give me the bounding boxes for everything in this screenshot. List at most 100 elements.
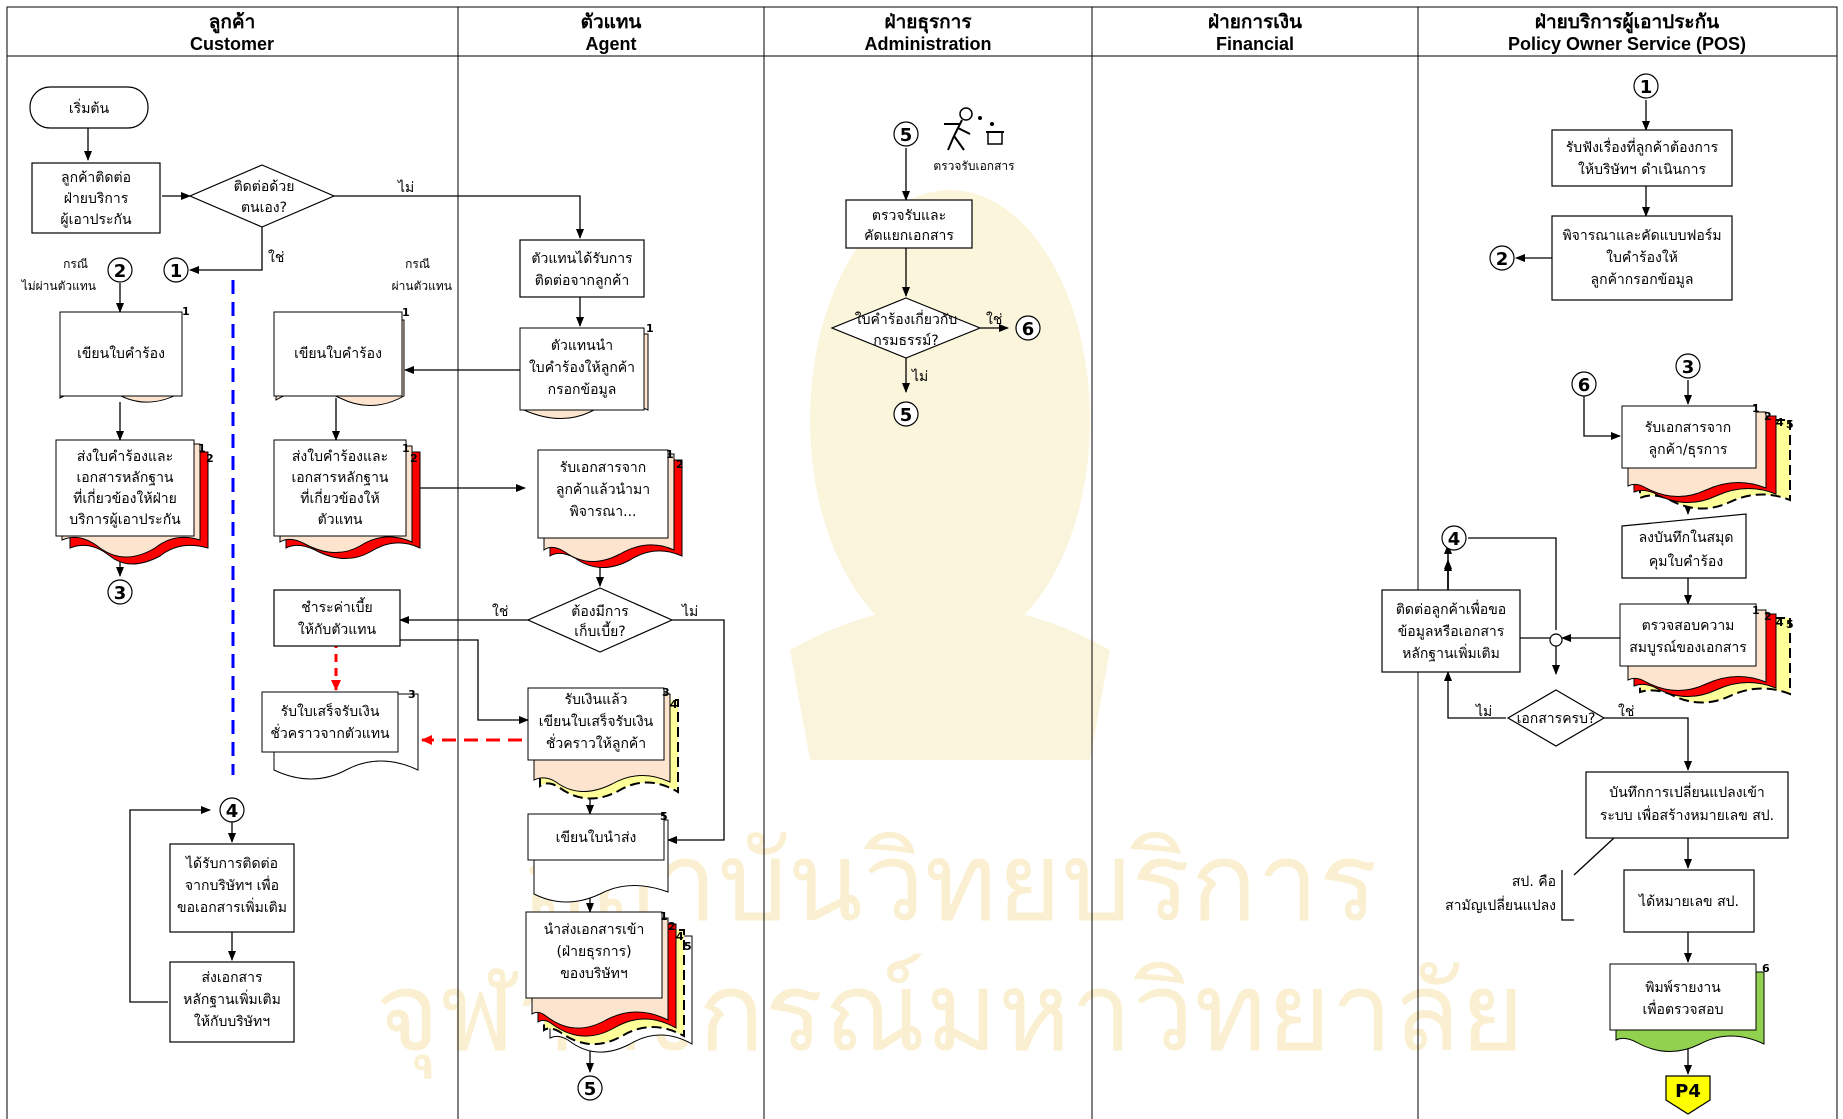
line: เขียนใบเสร็จรับเงิน	[539, 712, 654, 730]
line: ระบบ เพื่อสร้างหมายเลข สป.	[1600, 806, 1774, 824]
line: (ฝ่ายธุรการ)	[556, 944, 631, 960]
line: ตัวแทนนำ	[551, 338, 613, 354]
line: ส่งเอกสาร	[202, 970, 263, 986]
lane-header-financial: ฝ่ายการเงิน Financial	[1208, 11, 1302, 54]
line: ฝ่ายบริการ	[64, 191, 129, 207]
line: ข้อมูลหรือเอกสาร	[1398, 624, 1505, 640]
line: ให้กับบริษัทฯ	[194, 1013, 270, 1030]
line: รับฟังเรื่องที่ลูกค้าต้องการ	[1566, 138, 1719, 156]
line: พิมพ์รายงาน	[1645, 979, 1721, 996]
connector-3-pos: 3	[1675, 353, 1701, 379]
line: ติดต่อจากลูกค้า	[535, 273, 630, 289]
doc-number: 5	[1786, 418, 1794, 431]
line: เก็บเบี้ย?	[574, 621, 625, 640]
lane-title-en: Agent	[586, 34, 637, 54]
doc-number: 1	[646, 322, 654, 335]
connector-3-customer: 3	[107, 579, 133, 605]
document-deliver-docs: 1 2 4 5 นำส่งเอกสารเข้า (ฝ่ายธุรการ) ของ…	[525, 910, 693, 1053]
line: บริการผู้เอาประกัน	[69, 512, 181, 528]
connector-1-pos: 1	[1633, 73, 1659, 99]
connector-number: 2	[114, 261, 127, 282]
line: ที่เกี่ยวข้องให้	[300, 489, 379, 507]
line: หลักฐานเพิ่มเติม	[1402, 644, 1500, 662]
document-receive-money: 3 4 รับเงินแล้ว เขียนใบเสร็จรับเงิน ชั่ว…	[527, 686, 679, 800]
doc-number: 6	[1762, 962, 1770, 975]
connector-number: 5	[900, 125, 913, 146]
line: คัดแยกเอกสาร	[864, 228, 954, 244]
lane-title-th: ลูกค้า	[209, 11, 256, 34]
line: กรอกข้อมูล	[548, 382, 617, 398]
connector-number: 6	[1578, 375, 1591, 396]
line: ลูกค้ากรอกข้อมูล	[1591, 272, 1694, 288]
document-write-transmittal: 5 เขียนใบนำส่ง	[527, 810, 669, 903]
line: ที่เกี่ยวข้องให้ฝ่าย	[73, 489, 177, 507]
doc-number: 3	[662, 686, 670, 699]
line: กรมธรรม์?	[873, 332, 938, 349]
line: ชำระค่าเบี้ย	[301, 597, 373, 616]
line: ชั่วคราวจากตัวแทน	[270, 724, 390, 742]
doc-number: 1	[182, 305, 190, 318]
line: ใบคำร้องให้ลูกค้า	[529, 359, 635, 376]
label-yes: ใช่	[986, 311, 1002, 328]
label-yes: ใช่	[492, 603, 508, 620]
line: ใบคำร้องให้	[1606, 249, 1678, 266]
connector-5-admin-bottom: 5	[893, 401, 919, 427]
doc-number: 3	[408, 688, 416, 701]
lane-header-customer: ลูกค้า Customer	[190, 11, 274, 54]
process-record-change: บันทึกการเปลี่ยนแปลงเข้า ระบบ เพื่อสร้าง…	[1585, 771, 1789, 839]
decision-contact-self: ติดต่อด้วย ตนเอง?	[188, 164, 336, 228]
line: ตรวจรับและ	[872, 208, 946, 224]
lane-title-th: ฝ่ายการเงิน	[1208, 11, 1302, 33]
icon-caption: ตรวจรับเอกสาร	[933, 159, 1015, 173]
connector-number: 2	[1496, 249, 1509, 270]
line: สป. คือ	[1512, 874, 1556, 890]
process-listen-customer: รับฟังเรื่องที่ลูกค้าต้องการ ให้บริษัทฯ …	[1551, 129, 1733, 187]
lane-title-en: Administration	[864, 34, 991, 54]
case-label: กรณี	[63, 257, 88, 271]
process-check-sort: ตรวจรับและ คัดแยกเอกสาร	[845, 199, 973, 249]
document-customer-write-form: 1 เขียนใบคำร้อง	[59, 305, 190, 403]
swimlane-frame	[6, 6, 1838, 1119]
line: เอกสารหลักฐาน	[76, 470, 173, 486]
connector-5-agent: 5	[577, 1075, 603, 1101]
line: นำส่งเอกสารเข้า	[544, 922, 645, 938]
doc-number: 1	[1752, 402, 1760, 415]
connector-number: 5	[584, 1079, 597, 1100]
watermark: สถาบันวิทยบริการ จุฬาลงกรณ์มหาวิทยาลัย	[375, 190, 1525, 1079]
process-customer-contacted: ได้รับการติดต่อ จากบริษัทฯ เพื่อ ขอเอกสา…	[169, 843, 295, 933]
line: รับเอกสารจาก	[1645, 420, 1732, 436]
doc-number: 1	[1752, 604, 1760, 617]
line: ได้รับการติดต่อ	[185, 855, 278, 872]
case-label: ไม่ผ่านตัวแทน	[21, 279, 96, 293]
line: พิจารณา...	[569, 504, 636, 520]
connector-number: 4	[1448, 529, 1461, 550]
line: ขอเอกสารเพิ่มเติม	[177, 898, 287, 916]
line: ตรวจสอบความ	[1642, 618, 1735, 634]
doc-number: 1	[660, 910, 668, 923]
document-agent-bring-form: 1 ตัวแทนนำ ใบคำร้องให้ลูกค้า กรอกข้อมูล	[519, 322, 654, 420]
connector-6-pos: 6	[1571, 371, 1597, 397]
connector-number: 6	[1022, 319, 1035, 340]
line: ของบริษัทฯ	[560, 966, 628, 982]
lane-title-en: Financial	[1216, 34, 1294, 54]
process-customer-contact: ลูกค้าติดต่อ ฝ่ายบริการ ผู้เอาประกัน	[31, 162, 161, 234]
connector-number: 5	[900, 405, 913, 426]
doc-number: 2	[1764, 410, 1772, 423]
doc-number: 2	[668, 920, 676, 933]
connector-6-admin: 6	[1015, 315, 1041, 341]
connector-number: 3	[1682, 357, 1695, 378]
doc-number: 2	[206, 452, 214, 465]
start-label: เริ่มต้น	[69, 99, 110, 117]
case-label: ผ่านตัวแทน	[392, 279, 452, 293]
offpage-connector-p4: P4	[1665, 1075, 1711, 1115]
process-select-form: พิจารณาและคัดแบบฟอร์ม ใบคำร้องให้ ลูกค้า…	[1551, 215, 1733, 301]
document-agent-write-form: 1 เขียนใบคำร้อง	[273, 306, 410, 407]
line: เขียนใบคำร้อง	[294, 345, 382, 362]
label-no: ไม่	[1475, 703, 1492, 720]
line: จากบริษัทฯ เพื่อ	[185, 876, 279, 894]
line: พิจารณาและคัดแบบฟอร์ม	[1562, 227, 1721, 244]
line: สมบูรณ์ของเอกสาร	[1629, 639, 1747, 656]
line: สามัญเปลี่ยนแปลง	[1445, 896, 1556, 914]
doc-number: 4	[1776, 416, 1784, 429]
